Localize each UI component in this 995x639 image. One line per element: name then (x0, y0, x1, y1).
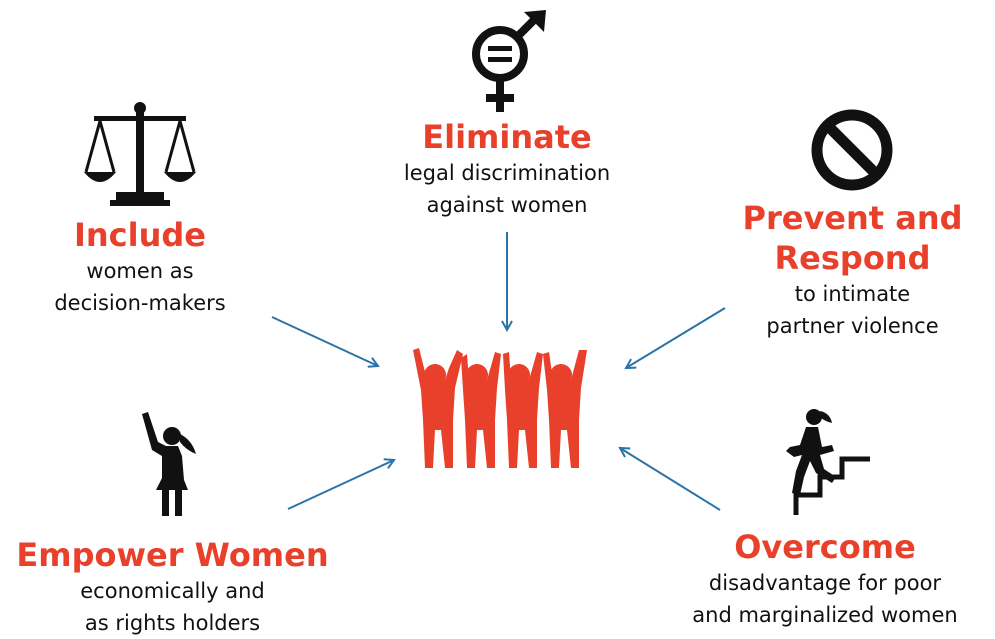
arrow-include (271, 316, 378, 366)
item-prevent-respond: Prevent and Respond to intimate partner … (720, 198, 985, 342)
item-include: Include women as decision-makers (20, 215, 260, 319)
prohibition-icon (811, 109, 893, 191)
eliminate-heading: Eliminate (422, 118, 592, 156)
empower-line1: economically and (80, 579, 265, 603)
overcome-heading: Overcome (734, 528, 916, 566)
include-heading: Include (73, 216, 206, 254)
prevent-heading-line1: Prevent and (742, 199, 963, 237)
eliminate-line1: legal discrimination (403, 161, 611, 185)
prevent-line2: partner violence (766, 314, 939, 338)
arrow-empower (287, 460, 394, 510)
eliminate-line2: against women (426, 193, 588, 217)
arrow-overcome (620, 448, 721, 511)
item-eliminate: Eliminate legal discrimination against w… (357, 117, 657, 221)
gender-equality-icon (472, 10, 546, 112)
woman-raising-fist-icon (142, 412, 196, 516)
item-empower-women: Empower Women economically and as rights… (5, 535, 340, 639)
prevent-heading-line2: Respond (774, 239, 931, 277)
empower-line2: as rights holders (84, 611, 261, 635)
include-line2: decision-makers (54, 291, 226, 315)
empower-heading: Empower Women (16, 536, 329, 574)
arrow-prevent (626, 307, 726, 368)
overcome-line1: disadvantage for poor (708, 571, 942, 595)
overcome-line2: and marginalized women (692, 603, 958, 627)
scales-of-justice-icon (84, 102, 196, 206)
include-line1: women as (86, 259, 194, 283)
item-overcome: Overcome disadvantage for poor and margi… (660, 527, 990, 631)
woman-climbing-stairs-icon (786, 409, 870, 515)
four-women-raised-hands-icon (413, 348, 587, 468)
prevent-line1: to intimate (794, 282, 911, 306)
